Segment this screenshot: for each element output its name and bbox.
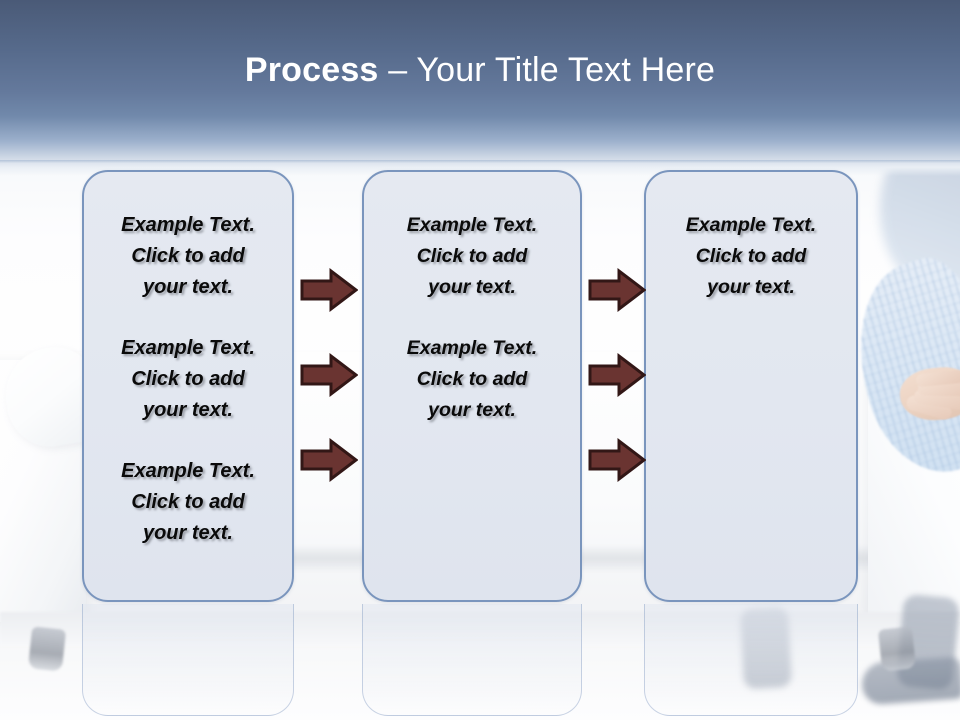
right-arrow-icon[interactable] bbox=[588, 268, 646, 312]
right-arrow-icon[interactable] bbox=[300, 268, 358, 312]
box-reflection-2 bbox=[362, 604, 582, 716]
placeholder-text[interactable]: Example Text. Click to add your text. bbox=[121, 214, 255, 298]
placeholder-text[interactable]: Example Text. Click to add your text. bbox=[121, 337, 255, 421]
box-reflection-1 bbox=[82, 604, 294, 716]
process-box-2[interactable]: Example Text. Click to add your text. Ex… bbox=[362, 170, 582, 602]
page-title: Process – Your Title Text Here bbox=[0, 48, 960, 92]
right-arrow-icon[interactable] bbox=[300, 438, 358, 482]
title-banner bbox=[0, 0, 960, 176]
page-title-rest: – Your Title Text Here bbox=[378, 51, 716, 89]
process-box-3[interactable]: Example Text. Click to add your text. bbox=[644, 170, 858, 602]
box-reflection-3 bbox=[644, 604, 858, 716]
banner-hairline bbox=[0, 160, 960, 163]
right-arrow-icon[interactable] bbox=[588, 438, 646, 482]
right-arrow-icon[interactable] bbox=[300, 353, 358, 397]
placeholder-text[interactable]: Example Text. Click to add your text. bbox=[685, 214, 817, 298]
placeholder-text[interactable]: Example Text. Click to add your text. bbox=[121, 460, 255, 544]
right-arrow-icon[interactable] bbox=[588, 353, 646, 397]
page-title-strong: Process bbox=[244, 51, 379, 89]
process-box-1[interactable]: Example Text. Click to add your text. Ex… bbox=[82, 170, 294, 602]
placeholder-text[interactable]: Example Text. Click to add your text. bbox=[406, 214, 538, 298]
placeholder-text[interactable]: Example Text. Click to add your text. bbox=[406, 337, 538, 421]
